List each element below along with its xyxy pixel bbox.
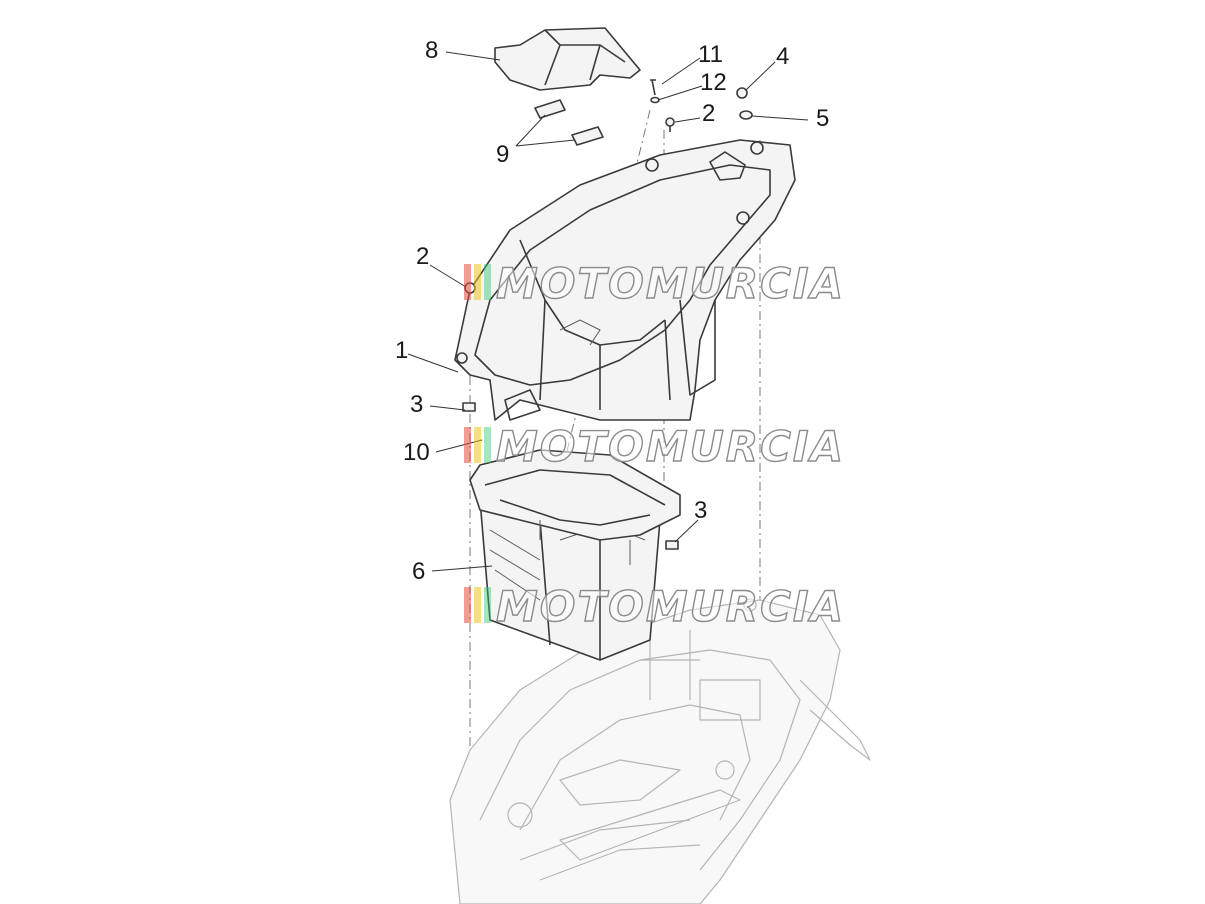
wm-stripe-red — [464, 264, 471, 300]
callout-11: 11 — [698, 41, 723, 68]
callout-8: 8 — [425, 37, 438, 64]
watermark-text: MOTOMURCIA — [496, 422, 845, 471]
callout-2-left: 2 — [416, 243, 429, 270]
watermark-middle: MOTOMURCIA — [464, 421, 845, 472]
callout-12: 12 — [700, 69, 727, 96]
callout-1: 1 — [395, 337, 408, 364]
wm-stripe-yellow — [474, 264, 481, 300]
callout-5: 5 — [816, 105, 829, 132]
callout-2-top: 2 — [702, 100, 715, 127]
watermark-text: MOTOMURCIA — [496, 582, 845, 631]
part-10-frame-bracket — [469, 449, 681, 565]
part-8-latch — [494, 27, 641, 91]
leader-lines — [407, 51, 809, 572]
callout-10: 10 — [403, 439, 430, 466]
scooter-body — [449, 598, 871, 904]
part-1-helmet-compartment — [454, 139, 796, 421]
watermark-bottom: MOTOMURCIA — [464, 581, 845, 632]
wm-stripe-green — [484, 264, 491, 300]
callout-4: 4 — [776, 43, 789, 70]
watermark-top: MOTOMURCIA — [464, 258, 845, 309]
watermark-text: MOTOMURCIA — [496, 259, 845, 308]
callout-3-right: 3 — [694, 497, 707, 524]
watermark: MOTOMURCIA MOTOMURCIA MOTOMURCIA — [464, 258, 845, 632]
part-9-pads — [534, 99, 604, 146]
callout-labels: 8 11 12 4 2 5 9 2 1 3 10 3 6 — [395, 37, 829, 585]
callout-9: 9 — [496, 141, 509, 168]
callout-3-left: 3 — [410, 391, 423, 418]
callout-6: 6 — [412, 558, 425, 585]
